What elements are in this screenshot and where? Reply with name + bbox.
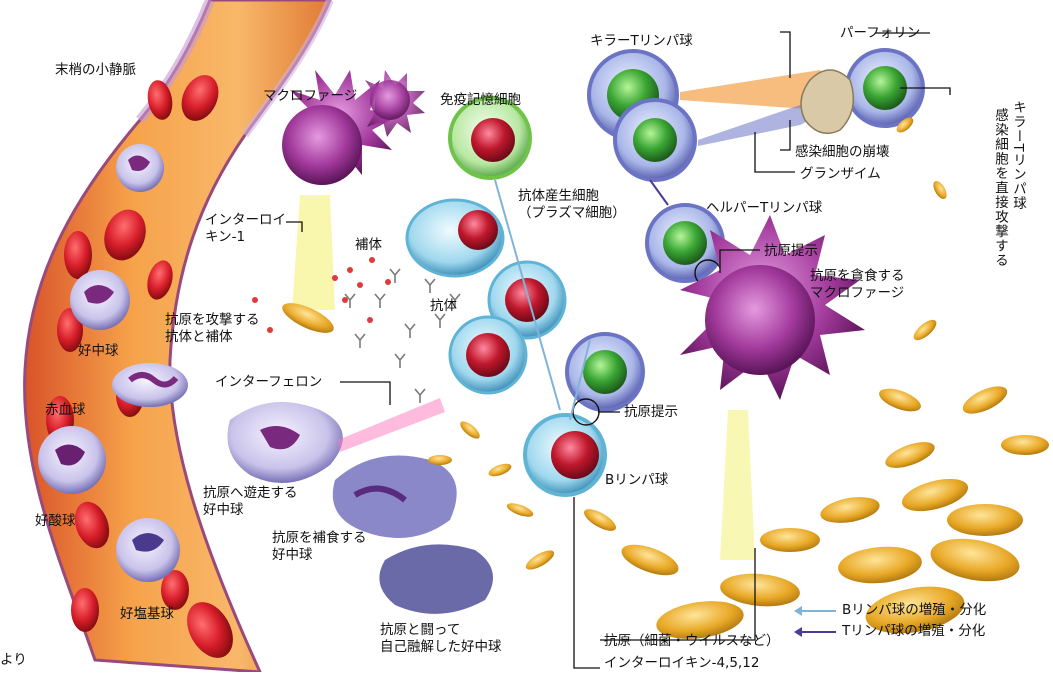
autolysed-neutrophil [379,544,493,614]
memory-cell-label: 免疫記憶細胞 [440,92,521,108]
b-lymphocyte-label: Bリンパ球 [605,472,668,488]
neutrophil-label: 好中球 [78,343,119,359]
interleukin-4512-beam [720,410,755,560]
antibody-label: 抗体 [430,298,457,314]
phagocytic-neutrophil-label: 抗原を補食する 好中球 [272,530,367,564]
vein-label: 末梢の小静脈 [55,62,136,78]
antigen-presentation-mid-label: 抗原提示 [624,404,678,420]
b-lymphocyte [525,399,605,495]
legend-b-label: Bリンパ球の増殖・分化 [842,602,986,618]
interleukin-4512-label: インターロイキン-4,5,12 [604,655,759,671]
phagocytic-neutrophil [333,456,457,539]
red-blood-cell-label: 赤血球 [45,402,86,418]
perforin-label: パーフォリン [840,25,920,41]
killer-t-label: キラーTリンパ球 [590,33,693,49]
helper-t-cell [647,205,723,286]
killer-t-cells [589,50,923,180]
engulfing-macrophage-label: 抗原を貪食する マクロファージ [810,268,905,302]
migrating-neutrophil-label: 抗原へ遊走する 好中球 [203,485,298,519]
interleukin1-label: インターロイ キン-1 [205,212,286,246]
antibody-complement-label: 抗原を攻撃する 抗体と補体 [165,312,260,346]
plasma-cells [407,200,565,393]
interferon-beam [338,398,445,452]
antibody-swarm [345,269,460,403]
infected-collapse-label: 感染細胞の崩壊 [795,144,890,160]
granzyme-label: グランザイム [800,166,881,182]
vertical-label-infected: 感染細胞を直接攻撃する [992,108,1008,268]
plasma-cell-label: 抗体産生細胞 （プラズマ細胞） [518,188,626,222]
corner-text: より [0,652,27,668]
complement-label: 補体 [355,237,382,253]
legend-t-label: Tリンパ球の増殖・分化 [842,623,985,639]
antigen-presentation-top-label: 抗原提示 [764,243,818,259]
migrating-neutrophil [228,402,343,483]
eosinophil-label: 好酸球 [35,513,76,529]
legend-t-arrow [800,631,836,633]
macrophage-label: マクロファージ [263,88,357,104]
basophil-label: 好塩基球 [120,606,174,622]
antigen-label: 抗原（細菌・ウイルスなど） [604,633,780,649]
t-differentiation-line [650,180,668,205]
autolysed-neutrophil-label: 抗原と闘って 自己融解した好中球 [380,622,502,656]
memory-cell [450,98,530,178]
helper-t-label: ヘルパーTリンパ球 [706,200,822,216]
vertical-label-killer: キラーTリンパ球 [1010,100,1026,211]
legend-b-arrow [800,610,836,612]
interleukin-beam [292,195,335,310]
interferon-label: インターフェロン [215,374,322,390]
b-memory-cell [567,334,643,410]
